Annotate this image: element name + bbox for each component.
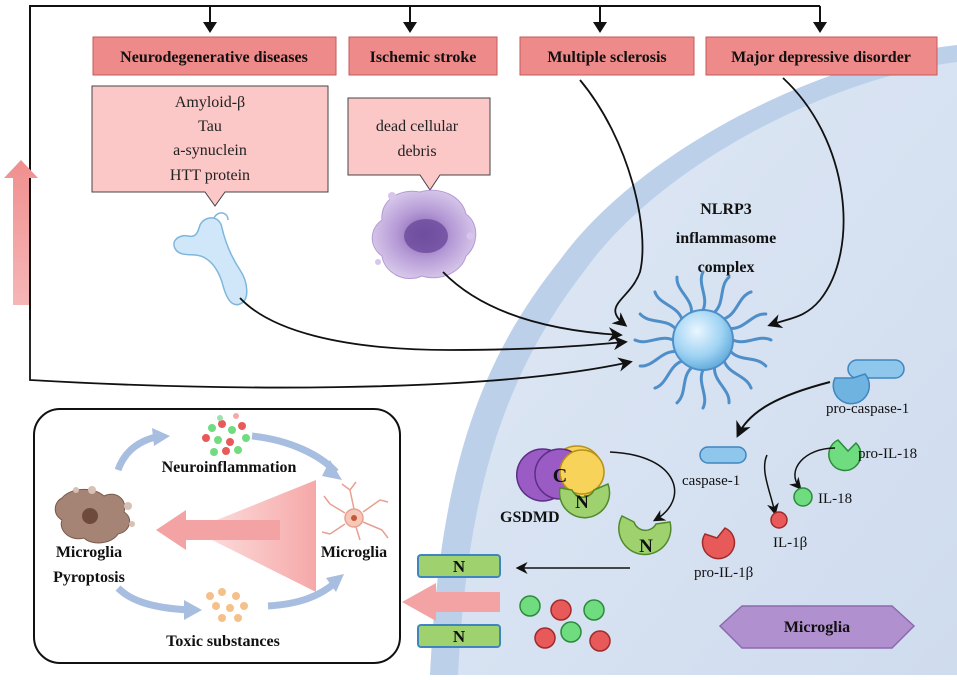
pro-il-1b-icon: pro-IL-1β xyxy=(694,527,753,581)
neuroinflammation-dots-icon xyxy=(202,413,250,456)
disease-label-multiple-sclerosis: Multiple sclerosis xyxy=(547,49,666,66)
nlrp3-label: NLRP3 inflammasome complex xyxy=(676,201,776,276)
nlrp3-inflammasome-icon xyxy=(633,270,773,410)
il-1b-icon: IL-1β xyxy=(770,511,807,551)
callout-item-tau: Tau xyxy=(198,118,222,135)
inflammasome-core xyxy=(672,309,734,371)
disease-box-major-depressive: Major depressive disorder xyxy=(705,36,938,76)
inflammasome-tail xyxy=(712,275,731,314)
gsdmd-c-label: C xyxy=(553,465,567,487)
pore-n-bottom-label: N xyxy=(453,627,466,646)
inflammasome-tail xyxy=(675,366,694,405)
inflammasome-tail xyxy=(633,336,675,344)
disease-box-neurodegenerative: Neurodegenerative diseases xyxy=(92,36,337,76)
callout-neurodegenerative: Amyloid-β Tau a-synuclein HTT protein xyxy=(91,85,329,207)
gsdmd-n-terminal-icon: N xyxy=(618,515,672,557)
callout-item-dead-cellular: dead cellular xyxy=(376,118,459,135)
il-18-label: IL-18 xyxy=(818,491,852,507)
release-arrow xyxy=(402,583,500,621)
microglia-badge-label: Microglia xyxy=(784,619,850,636)
gsdmd-cleave-arrow xyxy=(609,451,676,522)
microglia-cell-icon xyxy=(321,481,389,541)
feedback-arrowheads xyxy=(203,22,827,33)
inflammasome-tail xyxy=(675,275,694,314)
callout-item-amyloid: Amyloid-β xyxy=(175,94,245,111)
il-1b-cleave-arrow xyxy=(763,454,779,516)
inflammasome-tail xyxy=(699,368,707,410)
callout-ischemic-stroke: dead cellular debris xyxy=(347,97,491,191)
cycle-pyroptosis-line-2: Pyroptosis xyxy=(53,569,125,586)
disease-box-ischemic-stroke: Ischemic stroke xyxy=(348,36,498,76)
inflammasome-tail xyxy=(722,290,753,321)
pro-caspase-1-label: pro-caspase-1 xyxy=(826,401,909,417)
input-arrows xyxy=(29,77,845,389)
inflammasome-tail xyxy=(699,270,707,312)
nlrp3-line-3: complex xyxy=(698,259,755,276)
callout-item-synuclein: a-synuclein xyxy=(173,142,247,159)
cycle-microglia-label: Microglia xyxy=(321,544,387,561)
inflammasome-tail xyxy=(712,366,731,405)
inflammasome-tail xyxy=(638,349,677,368)
pore-n-top-label: N xyxy=(453,557,466,576)
cycle-toxic-label: Toxic substances xyxy=(166,633,280,650)
caspase-1-icon: caspase-1 xyxy=(682,446,747,489)
toxic-substance-dots-icon xyxy=(206,588,248,622)
gsdmd-label: GSDMD xyxy=(500,509,560,526)
microglia-badge: Microglia xyxy=(718,605,916,649)
inflammasome-tail xyxy=(653,290,684,321)
caspase-activation-arrow xyxy=(736,381,831,438)
inflammasome-tail xyxy=(731,336,773,344)
protein-aggregate-icon xyxy=(173,212,248,306)
il-1b-label: IL-1β xyxy=(773,535,807,551)
pyroptosis-cycle-box: Neuroinflammation Microglia Microglia Py… xyxy=(33,408,401,664)
nlrp3-line-1: NLRP3 xyxy=(700,201,752,218)
inflammasome-tail xyxy=(729,349,768,368)
disease-box-multiple-sclerosis: Multiple sclerosis xyxy=(519,36,695,76)
gsdmd-n-terminal-label: N xyxy=(639,536,653,557)
disease-label-neurodegenerative: Neurodegenerative diseases xyxy=(120,49,308,66)
gsdmd-n-label: N xyxy=(575,492,589,513)
released-cytokines xyxy=(519,595,611,652)
cycle-neuroinflammation-label: Neuroinflammation xyxy=(162,459,297,476)
membrane-pore: N N xyxy=(417,554,501,648)
pyroptotic-microglia-icon xyxy=(54,486,135,544)
il-18-cleave-arrow xyxy=(789,447,836,490)
il-18-icon: IL-18 xyxy=(793,487,852,507)
inflammasome-tail xyxy=(729,312,768,331)
inflammasome-tail xyxy=(722,359,753,390)
inflammasome-tail xyxy=(653,359,684,390)
disease-label-major-depressive: Major depressive disorder xyxy=(731,49,911,66)
gsdmd-complex-icon: C N GSDMD xyxy=(500,445,611,526)
pro-il-18-label: pro-IL-18 xyxy=(858,446,917,462)
callout-item-htt: HTT protein xyxy=(170,167,250,184)
pro-caspase-1-icon: pro-caspase-1 xyxy=(826,359,909,417)
upward-feedback-arrow xyxy=(4,160,38,305)
disease-label-ischemic-stroke: Ischemic stroke xyxy=(370,49,477,66)
pro-il-18-icon: pro-IL-18 xyxy=(828,439,917,472)
pro-il-1b-label: pro-IL-1β xyxy=(694,565,753,581)
dead-cell-icon xyxy=(371,189,477,279)
callout-item-debris: debris xyxy=(397,143,436,160)
cycle-pyroptosis-line-1: Microglia xyxy=(56,544,122,561)
nlrp3-line-2: inflammasome xyxy=(676,230,776,247)
caspase-1-label: caspase-1 xyxy=(682,473,740,489)
inflammasome-tail xyxy=(638,312,677,331)
